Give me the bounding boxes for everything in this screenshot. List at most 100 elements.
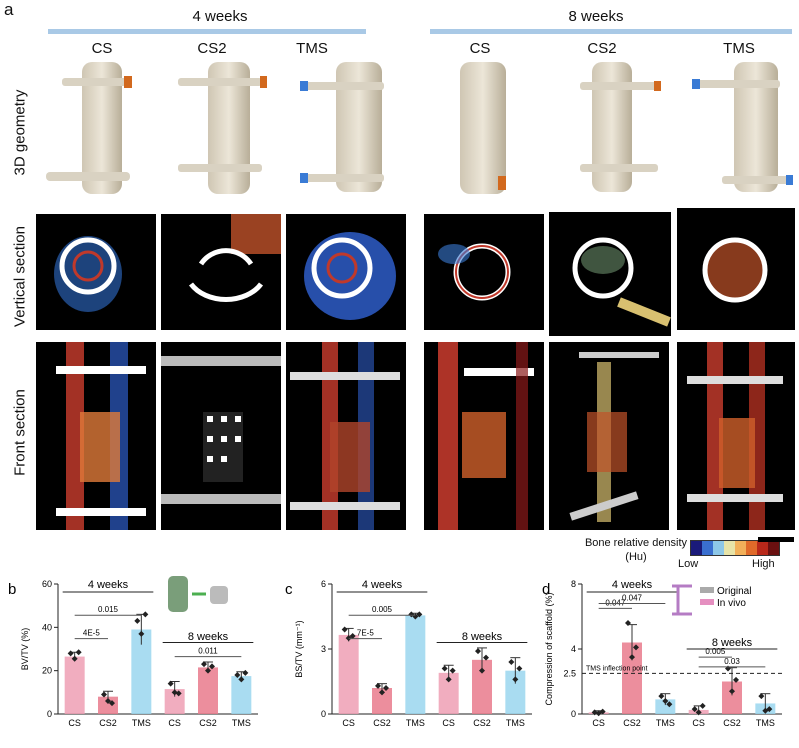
data-point — [109, 700, 115, 707]
bone-model-tms-8w — [692, 62, 793, 192]
x-tick-label: CS2 — [473, 718, 491, 728]
bone-model-cs-4w — [46, 62, 132, 194]
bar — [231, 676, 252, 714]
y-axis-label: BS/TV (mm⁻¹) — [294, 620, 304, 677]
panel-c-letter: c — [285, 581, 293, 598]
y-tick-label: 4 — [571, 644, 576, 654]
front-section-cs2-4w — [161, 342, 281, 530]
p-value: 0.005 — [705, 647, 726, 656]
group-4-weeks: 4 weeks — [192, 8, 248, 25]
x-tick-label: CS2 — [199, 718, 217, 728]
p-value: 0.03 — [724, 657, 740, 666]
data-point — [508, 659, 515, 665]
data-point — [375, 682, 381, 689]
x-tick-label: TMS — [756, 718, 775, 728]
colorbar-swatch — [702, 541, 713, 555]
data-point — [666, 701, 673, 708]
group-label-8-weeks: 8 weeks — [462, 631, 503, 643]
legend-swatch-in-vivo — [700, 599, 714, 605]
y-tick-label: 0 — [321, 709, 326, 719]
data-point — [408, 611, 415, 618]
bar — [472, 659, 492, 714]
scaffold-icon — [672, 584, 692, 616]
x-tick-label: CS2 — [99, 718, 117, 728]
scaffold-bone-icon — [168, 576, 188, 612]
data-point — [766, 706, 773, 713]
legend-in-vivo: In vivo — [717, 598, 746, 609]
data-point — [483, 654, 489, 661]
data-point — [479, 667, 485, 674]
vertical-section-cs2-8w — [549, 212, 671, 336]
bar — [722, 681, 742, 714]
y-axis-label: Compression of scaffold (%) — [544, 593, 554, 706]
data-point — [238, 676, 245, 683]
x-tick-label: CS — [342, 718, 355, 728]
data-point — [475, 648, 481, 655]
front-section-cs-8w — [424, 342, 544, 530]
y-axis-label: BV/TV (%) — [20, 628, 30, 671]
data-point — [341, 626, 348, 633]
bar — [338, 634, 359, 714]
data-point — [516, 665, 523, 672]
data-point — [599, 708, 606, 715]
data-point — [416, 611, 423, 618]
p-value: 0.005 — [372, 605, 393, 614]
group-bar-4-weeks — [48, 29, 366, 34]
data-point — [134, 617, 141, 624]
y-tick-label: 20 — [42, 666, 52, 676]
data-point — [175, 690, 182, 697]
data-point — [445, 676, 452, 683]
bone-model-cs2-8w — [580, 62, 661, 192]
colorbar-swatch — [691, 541, 702, 555]
data-point — [234, 672, 241, 678]
front-section-tms-8w — [677, 342, 795, 530]
colorbar-swatch — [757, 541, 768, 555]
y-tick-label: 0 — [571, 709, 576, 719]
row-label-3d-geometry: 3D geometry — [11, 89, 29, 176]
data-point — [449, 667, 456, 674]
x-tick-label: CS — [592, 718, 605, 728]
data-point — [633, 644, 639, 651]
column-header-tms-8w: TMS — [723, 40, 755, 57]
colorbar-high-label: High — [752, 558, 775, 570]
colorbar-low-label: Low — [678, 558, 699, 570]
p-value: 0.047 — [605, 598, 626, 607]
y-tick-label: 8 — [571, 579, 576, 589]
column-header-cs-4w: CS — [91, 40, 113, 57]
colorbar — [690, 540, 780, 556]
x-tick-label: CS — [68, 718, 81, 728]
vertical-section-cs2-4w — [161, 214, 281, 330]
front-section-cs-4w — [36, 342, 156, 530]
data-point — [209, 663, 215, 670]
vertical-section-tms-8w — [677, 208, 795, 330]
column-header-cs2-4w: CS2 — [197, 40, 227, 57]
data-point — [512, 676, 519, 683]
data-point — [662, 698, 669, 704]
y-tick-label: 0 — [47, 709, 52, 719]
column-header-cs2-8w: CS2 — [587, 40, 617, 57]
x-tick-label: TMS — [406, 718, 425, 728]
data-point — [658, 693, 665, 700]
p-value: 0.015 — [98, 605, 119, 614]
colorbar-swatch — [746, 541, 757, 555]
vertical-section-tms-4w — [286, 214, 406, 330]
group-8-weeks: 8 weeks — [568, 8, 624, 25]
x-tick-label: CS2 — [623, 718, 641, 728]
bar — [405, 615, 426, 714]
data-point — [71, 655, 78, 662]
data-point — [383, 685, 389, 691]
x-tick-label: TMS — [132, 718, 151, 728]
p-value: 0.011 — [198, 647, 218, 656]
legend-original: Original — [717, 586, 751, 597]
data-point — [441, 665, 448, 672]
scaffold-icon — [210, 586, 228, 604]
data-point — [629, 654, 635, 661]
p-value: 7E-5 — [357, 629, 374, 638]
y-tick-label: 2.5 — [563, 668, 576, 678]
data-point — [205, 667, 211, 674]
data-point — [691, 706, 698, 713]
vertical-section-cs-4w — [36, 214, 156, 330]
data-point — [625, 620, 631, 626]
data-point — [167, 680, 174, 687]
